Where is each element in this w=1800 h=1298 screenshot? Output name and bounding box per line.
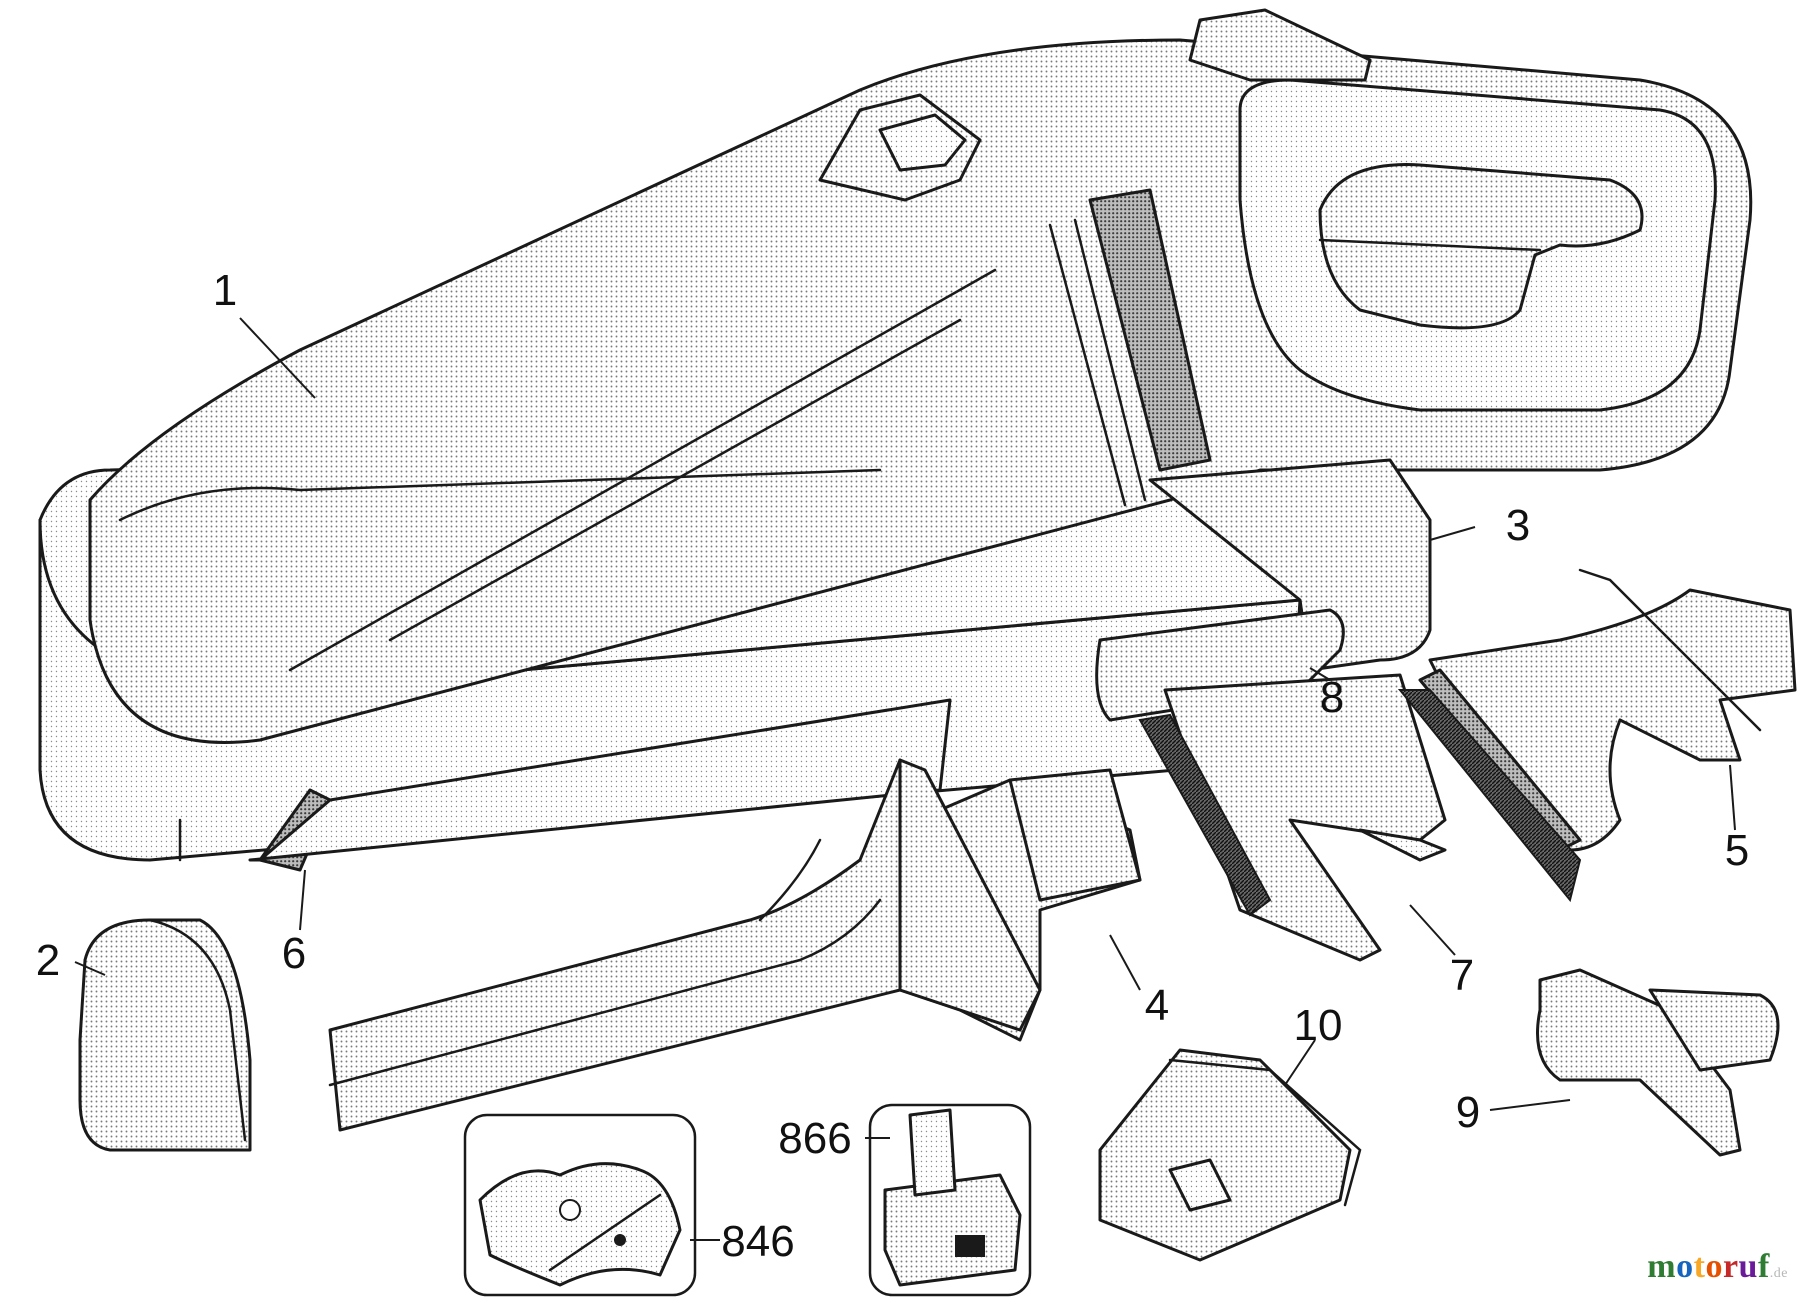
leader-lines [74, 317, 1736, 1241]
callout-1: 1 [213, 266, 237, 315]
filter-cover-drawing [78, 918, 252, 1152]
callout-8: 8 [1320, 673, 1344, 722]
callout-7: 7 [1450, 951, 1474, 1000]
callout-10: 10 [1294, 1001, 1343, 1050]
callout-6: 6 [282, 929, 306, 978]
watermark-letter: r [1722, 1248, 1739, 1285]
callout-2: 2 [36, 936, 60, 985]
callout-846: 846 [721, 1217, 794, 1266]
watermark-logo: motoruf.de [1647, 1248, 1788, 1286]
watermark-letter: t [1693, 1248, 1706, 1285]
watermark-letter: o [1676, 1248, 1694, 1285]
callout-866: 866 [778, 1114, 851, 1163]
crevice-tool-drawing [328, 758, 1142, 1132]
filter-drawing [1098, 1048, 1362, 1262]
watermark-letter: o [1705, 1248, 1723, 1285]
callout-labels: 1 2 3 4 5 6 7 8 9 10 846 866 [36, 266, 1749, 1266]
hardware-kit-box [463, 1113, 697, 1297]
battery-box [868, 1103, 1032, 1297]
brush-tool-drawing [1138, 673, 1447, 962]
upholstery-tool-drawing [1397, 568, 1797, 903]
callout-9: 9 [1456, 1088, 1480, 1137]
callout-3: 3 [1506, 501, 1530, 550]
callout-4: 4 [1145, 981, 1169, 1030]
watermark-letter: m [1647, 1248, 1677, 1285]
small-nozzle-drawing [1536, 968, 1780, 1157]
watermark-letter: f [1757, 1248, 1770, 1285]
watermark-letter: u [1738, 1248, 1758, 1285]
callout-5: 5 [1725, 826, 1749, 875]
vacuum-body-drawing [38, 8, 1753, 872]
watermark-suffix: .de [1769, 1266, 1788, 1281]
